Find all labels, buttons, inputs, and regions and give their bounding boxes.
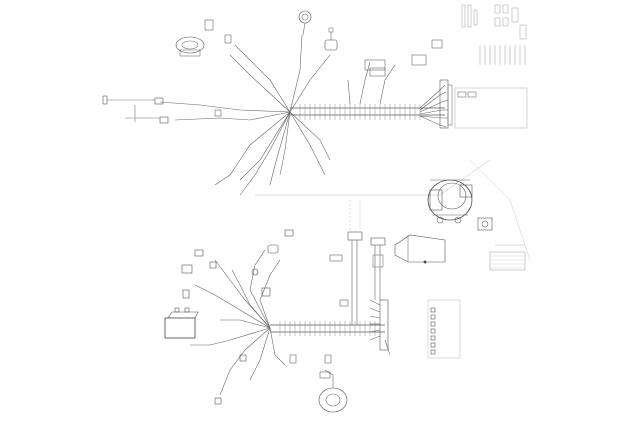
top-left-connector (204, 19, 214, 31)
upper-trunk-ribs (299, 104, 421, 120)
upper-right-info-block (454, 87, 528, 129)
lower-vertical-trunk (347, 231, 386, 325)
top-left-device (175, 36, 205, 54)
lower-trunk-ribs (279, 321, 376, 336)
lower-center-connectors (289, 254, 349, 364)
top-round-connector (298, 10, 312, 24)
bottom-round-device (318, 369, 348, 413)
upper-hub-branches (159, 34, 331, 196)
upper-left-connectors (102, 95, 222, 124)
lower-right-connector-block (369, 299, 461, 359)
right-panel (489, 244, 526, 271)
upper-mid-device (324, 27, 338, 51)
ecu-module (394, 234, 446, 264)
upper-right-branches (347, 61, 449, 128)
lower-hub-branches (190, 249, 286, 396)
divider-line (255, 159, 491, 196)
lower-left-connectors (181, 229, 294, 405)
upper-right-connector-cluster (364, 39, 453, 129)
right-small-device (477, 217, 493, 231)
top-right-parts-grid (461, 4, 527, 65)
engine-assembly (427, 179, 473, 224)
battery-box (164, 307, 199, 339)
